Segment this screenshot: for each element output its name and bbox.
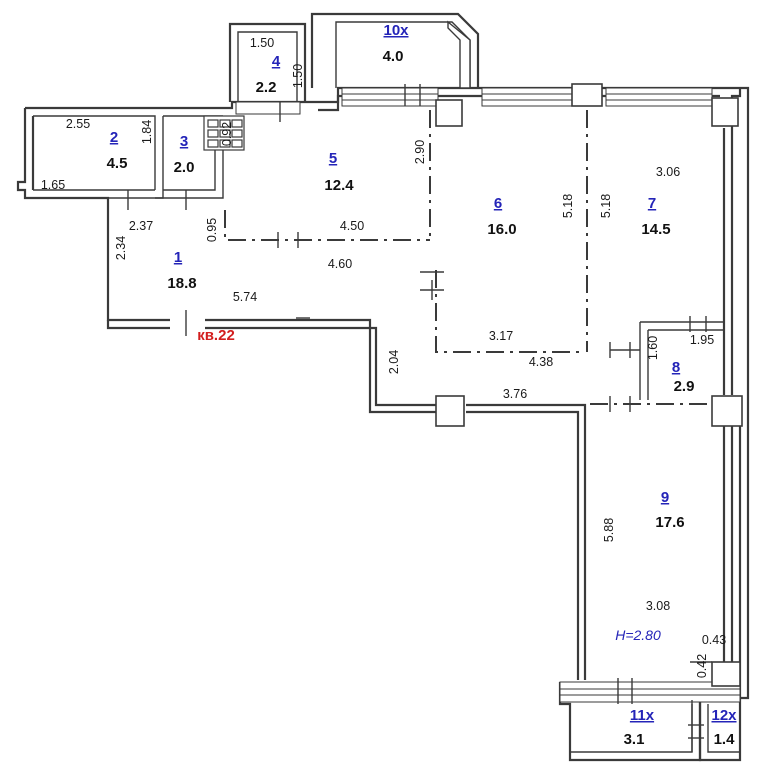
room-num-6: 6: [494, 195, 502, 212]
room-num-12x: 12x: [711, 707, 737, 724]
dim-r9-height: 5.88: [602, 518, 616, 542]
room-area-10x: 4.0: [383, 48, 404, 65]
room-area-2: 4.5: [107, 155, 128, 172]
room-labels: 1 18.8 2 4.5 3 2.0 4 2.2 5 12.4 6 16.0 7…: [107, 22, 738, 748]
dim-r3-offset: 0.92: [220, 122, 234, 146]
room-num-1: 1: [174, 249, 182, 266]
dim-r7-width: 3.06: [656, 165, 680, 179]
room-area-9: 17.6: [655, 514, 684, 531]
room-num-4: 4: [272, 53, 281, 70]
dim-r2-height: 1.84: [140, 120, 154, 144]
windows: [235, 87, 741, 703]
dim-r5-inner-width: 4.50: [340, 219, 364, 233]
room-area-4: 2.2: [256, 79, 277, 96]
dim-r2-bottom: 1.65: [41, 178, 65, 192]
room-num-5: 5: [329, 150, 337, 167]
dim-r7-height: 5.18: [599, 194, 613, 218]
columns: [435, 83, 743, 687]
dim-r9-width: 3.08: [646, 599, 670, 613]
room-num-2: 2: [110, 129, 118, 146]
room-num-3: 3: [180, 133, 188, 150]
room-area-7: 14.5: [641, 221, 670, 238]
ceiling-height-label: H=2.80: [615, 627, 661, 643]
dim-r9-step-v: 0.42: [695, 654, 709, 678]
dim-r5-height: 2.90: [413, 140, 427, 164]
dimension-labels: 1.50 1.50 2.55 1.84 1.65 0.92 2.90 0.95 …: [41, 36, 726, 678]
dim-r4-width: 1.50: [250, 36, 274, 50]
kitchen-unit: [203, 115, 245, 151]
room-num-8: 8: [672, 359, 680, 376]
dim-r2-width: 2.55: [66, 117, 90, 131]
room-area-8: 2.9: [674, 378, 695, 395]
room-num-10x: 10x: [383, 22, 409, 39]
room-area-3: 2.0: [174, 159, 195, 176]
room-area-6: 16.0: [487, 221, 516, 238]
dim-r5-step: 0.95: [205, 218, 219, 242]
room-area-5: 12.4: [324, 177, 354, 194]
dim-r4-height: 1.50: [291, 64, 305, 88]
dim-r8-height: 1.60: [646, 336, 660, 360]
dim-corridor-height: 2.04: [387, 350, 401, 374]
dim-r1-top: 2.37: [129, 219, 153, 233]
dim-r1-height: 2.34: [114, 236, 128, 260]
outer-walls: [16, 12, 750, 762]
room-area-1: 18.8: [167, 275, 196, 292]
dim-r1-width: 5.74: [233, 290, 257, 304]
room-num-11x: 11x: [630, 707, 655, 724]
door-ticks: [127, 84, 707, 739]
room-area-11x: 3.1: [624, 731, 645, 748]
dim-r6-width-outer: 4.38: [529, 355, 553, 369]
dim-r6-width-inner: 3.17: [489, 329, 513, 343]
room-num-7: 7: [648, 195, 656, 212]
dim-r9-step-h: 0.43: [702, 633, 726, 647]
apartment-label: кв.22: [197, 327, 235, 344]
dim-corridor-width: 3.76: [503, 387, 527, 401]
room-area-12x: 1.4: [714, 731, 736, 748]
room-num-9: 9: [661, 489, 669, 506]
dim-r6-height: 5.18: [561, 194, 575, 218]
interior-walls: [33, 110, 724, 752]
dim-r5-outer-width: 4.60: [328, 257, 352, 271]
dim-r8-width: 1.95: [690, 333, 714, 347]
